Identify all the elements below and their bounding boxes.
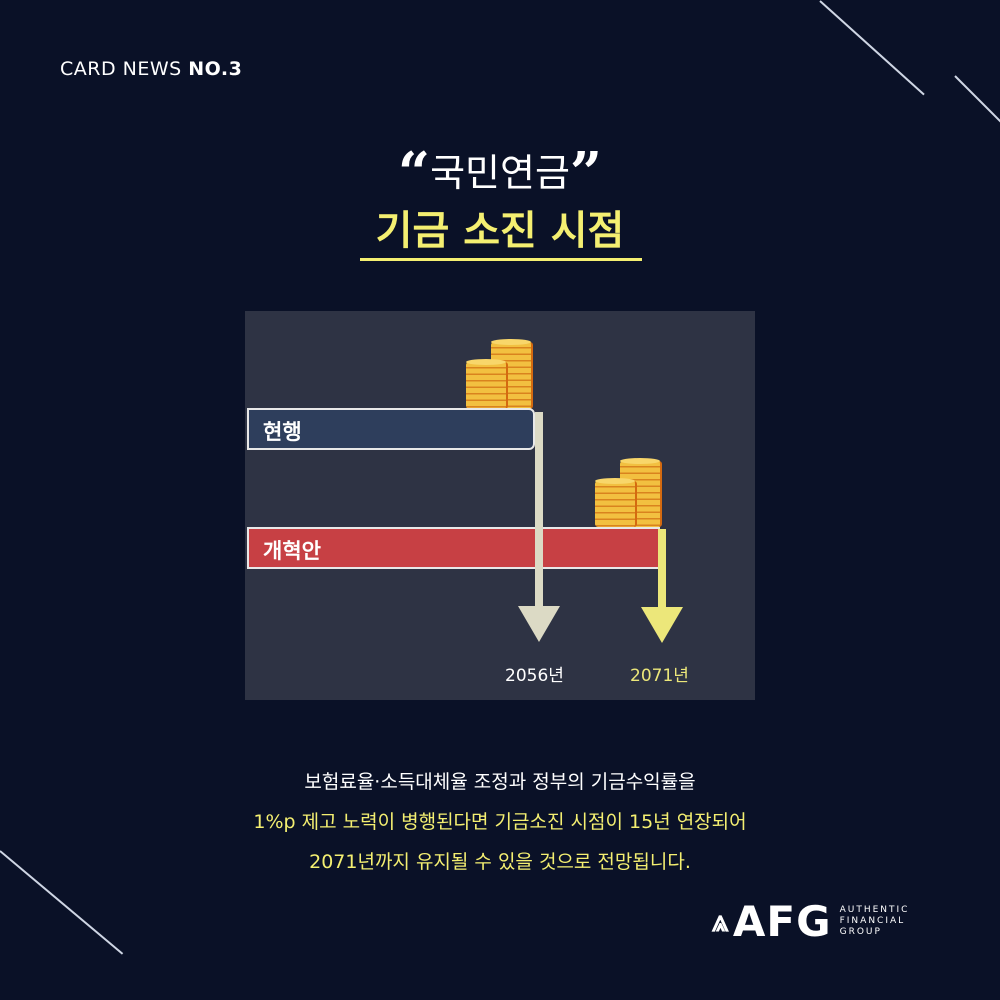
title-underline — [360, 258, 642, 261]
bar-reform: 개혁안 — [247, 527, 660, 569]
body-line: 보험료율·소득대체율 조정과 정부의 기금수익률을 — [304, 771, 696, 793]
body-line: 2071년까지 유지될 수 있을 것으로 전망됩니다. — [309, 851, 691, 873]
coin-stack-icon — [466, 359, 508, 409]
chart-panel: 개혁안 현행 2056년 2071년 — [245, 311, 755, 700]
afg-mark-icon: ⩓ — [712, 904, 729, 939]
title-line2: 기금 소진 시점 — [375, 208, 625, 254]
arrow-current — [535, 412, 543, 612]
decor-line — [819, 0, 925, 96]
arrow-down-icon — [641, 607, 683, 643]
decor-line — [954, 75, 1000, 134]
arrow-reform — [658, 529, 666, 614]
card-number: CARD NEWS NO.3 — [60, 58, 243, 80]
bar-current: 현행 — [247, 408, 535, 450]
logo-name: AFG — [732, 897, 832, 946]
coin-stack-icon — [595, 478, 637, 527]
year-reform: 2071년 — [630, 666, 689, 686]
body-text: 보험료율·소득대체율 조정과 정부의 기금수익률을 1%p 제고 노력이 병행된… — [0, 762, 1000, 882]
body-line: 1%p 제고 노력이 병행된다면 기금소진 시점이 15년 연장되어 — [253, 811, 747, 833]
title-line1: “국민연금” — [397, 140, 603, 206]
arrow-down-icon — [518, 606, 560, 642]
year-current: 2056년 — [505, 666, 564, 686]
